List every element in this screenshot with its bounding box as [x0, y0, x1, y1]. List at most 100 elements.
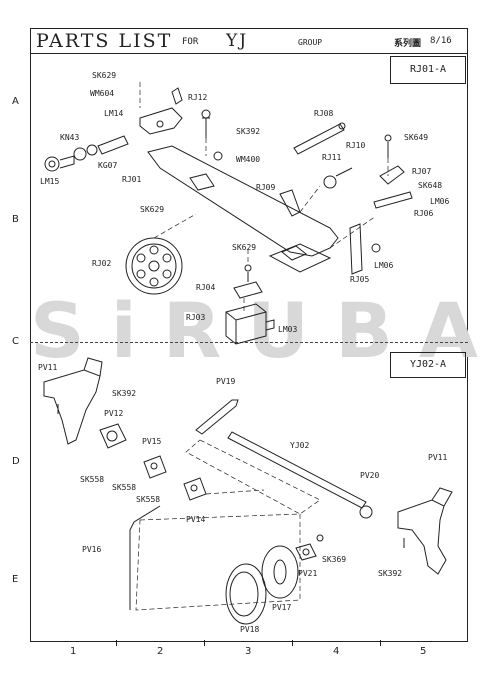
row-label-b: B [12, 214, 19, 225]
label-pv11: PV11 [428, 453, 447, 462]
chinese-label: 系列圖 [394, 39, 422, 49]
row-label-a: A [12, 96, 19, 107]
label-sk392: SK392 [112, 389, 136, 398]
label-rj10: RJ10 [346, 141, 365, 150]
bar-rj06 [373, 191, 413, 209]
row-label-c: C [12, 336, 19, 347]
label-sk629: SK629 [232, 243, 256, 252]
label-sk392: SK392 [236, 127, 260, 136]
label-rj03: RJ03 [186, 313, 205, 322]
label-pv15: PV15 [142, 437, 161, 446]
label-rj06: RJ06 [414, 209, 433, 218]
label-rj11: RJ11 [322, 153, 341, 162]
watermark: SiRUBA [30, 286, 484, 375]
bracket-rj04 [233, 281, 263, 299]
section-divider [30, 342, 468, 343]
part-rj11 [323, 175, 337, 189]
label-wm604: WM604 [90, 89, 114, 98]
label-pv18: PV18 [240, 625, 259, 634]
block-rj03 [225, 303, 267, 345]
group-label: GROUP [298, 38, 323, 47]
label-pv14: PV14 [186, 515, 205, 524]
label-sk369: SK369 [322, 555, 346, 564]
washer-wm400 [213, 151, 223, 161]
collar-pv12 [99, 423, 127, 449]
page-number: 8/16 [430, 36, 452, 46]
label-yj02: YJ02 [290, 441, 309, 450]
label-lm06: LM06 [374, 261, 393, 270]
page-title: PARTS LIST [36, 30, 173, 52]
knob-pv17 [261, 545, 299, 599]
col-tick [292, 640, 293, 646]
row-label-e: E [12, 574, 19, 585]
col-tick [380, 640, 381, 646]
frame-rj09 [279, 189, 301, 217]
screw-sk392 [202, 117, 210, 138]
label-rj07: RJ07 [412, 167, 431, 176]
label-sk648: SK648 [418, 181, 442, 190]
label-rj09: RJ09 [256, 183, 275, 192]
label-sk629: SK629 [92, 71, 116, 80]
collar-pv20 [359, 505, 373, 519]
pin-rj10 [335, 167, 353, 177]
col-tick [116, 640, 117, 646]
label-sk558: SK558 [80, 475, 104, 484]
col-label-1: 1 [70, 646, 77, 657]
label-rj04: RJ04 [196, 283, 215, 292]
col-label-3: 3 [245, 646, 252, 657]
shaft-lm14 [97, 135, 129, 155]
label-pv16: PV16 [82, 545, 101, 554]
label-pv11: PV11 [38, 363, 57, 372]
label-pv17: PV17 [272, 603, 291, 612]
label-rj02: RJ02 [92, 259, 111, 268]
washer-kg07 [86, 144, 98, 156]
label-pv21: PV21 [298, 569, 317, 578]
knob-kn43 [73, 147, 87, 161]
label-lm14: LM14 [104, 109, 123, 118]
label-sk629: SK629 [140, 205, 164, 214]
label-sk558: SK558 [112, 483, 136, 492]
label-kg07: KG07 [98, 161, 117, 170]
bracket-pv11-right [397, 499, 447, 575]
label-sk392: SK392 [378, 569, 402, 578]
label-rj12: RJ12 [188, 93, 207, 102]
row-label-d: D [12, 456, 20, 467]
section-code-rj01: RJ01-A [390, 56, 466, 84]
nut-pv21 [295, 543, 317, 561]
col-tick [204, 640, 205, 646]
label-lm03: LM03 [278, 325, 297, 334]
rod-pv16 [129, 505, 161, 610]
label-pv12: PV12 [104, 409, 123, 418]
label-sk649: SK649 [404, 133, 428, 142]
rod-pv19 [195, 399, 239, 435]
label-rj01: RJ01 [122, 175, 141, 184]
title-bar: PARTS LIST FOR YJ GROUP 系列圖 8/16 [30, 28, 468, 54]
lever-rj07 [379, 165, 405, 185]
gear-lm15 [44, 156, 60, 172]
bracket-rj12 [139, 107, 183, 135]
label-rj08: RJ08 [314, 109, 333, 118]
shaft-yj02 [227, 431, 367, 509]
for-label: FOR [182, 37, 199, 47]
label-lm06: LM06 [430, 197, 449, 206]
label-kn43: KN43 [60, 133, 79, 142]
page-frame [30, 28, 468, 642]
section-code-yj02: YJ02-A [390, 352, 466, 378]
label-lm15: LM15 [40, 177, 59, 186]
label-rj05: RJ05 [350, 275, 369, 284]
label-sk558: SK558 [136, 495, 160, 504]
rod-rj08 [293, 123, 345, 155]
col-label-2: 2 [157, 646, 164, 657]
col-label-5: 5 [420, 646, 427, 657]
label-wm400: WM400 [236, 155, 260, 164]
arm-rj05 [349, 223, 363, 275]
knob-pv18 [225, 563, 267, 625]
series-name: YJ [226, 31, 249, 51]
part-pv15 [143, 455, 167, 479]
bracket-pv11-left [43, 369, 101, 445]
part-pv14 [183, 477, 207, 501]
col-label-4: 4 [333, 646, 340, 657]
plate-rj01-slot [189, 173, 215, 191]
label-pv20: PV20 [360, 471, 379, 480]
